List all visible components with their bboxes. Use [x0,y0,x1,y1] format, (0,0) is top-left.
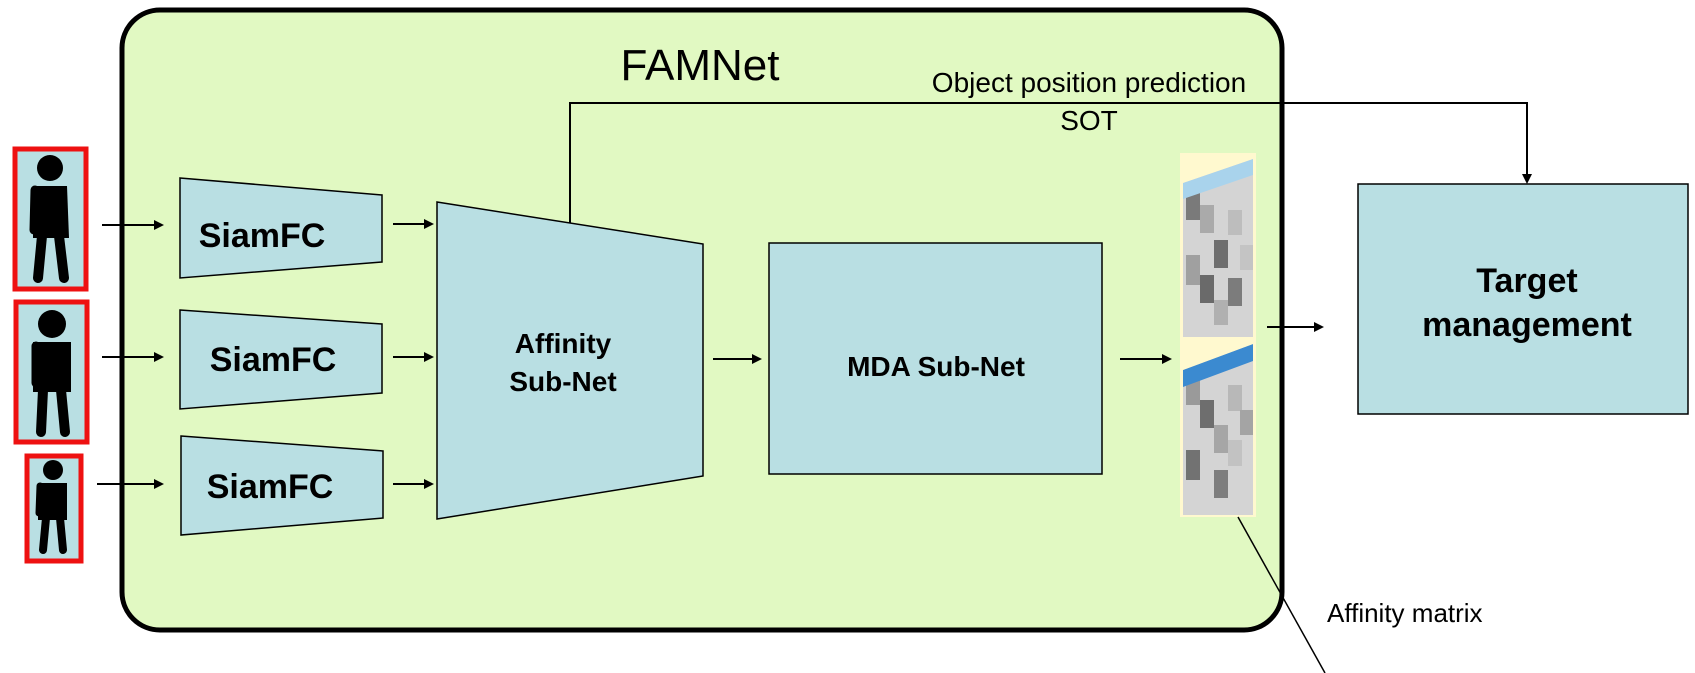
famnet-title: FAMNet [621,41,780,90]
person-input-2 [13,299,90,445]
target-management-label-line2: management [1422,306,1632,344]
affinity-subnet-label-line1: Affinity [515,328,612,359]
affinity-matrix-label: Affinity matrix [1327,598,1483,628]
person-input-3 [24,453,84,564]
person-icon [31,310,71,437]
siamfc-label: SiamFC [210,341,337,379]
mda-subnet-label: MDA Sub-Net [847,351,1025,382]
siamfc-block-2: SiamFC [179,309,383,410]
person-input-1 [12,146,89,292]
affinity-subnet-block: Affinity Sub-Net [436,201,704,520]
siamfc-label: SiamFC [199,217,326,255]
affinity-matrix-callout-line [1237,516,1326,673]
affinity-subnet-label-line2: Sub-Net [509,366,616,397]
affinity-matrix-graphic [1180,153,1256,517]
person-icon [35,460,67,554]
siamfc-block-1: SiamFC [179,177,383,279]
sot-branch-arrow [569,102,1532,223]
object-position-prediction-label: Object position prediction [932,67,1246,98]
siamfc-block-3: SiamFC [180,435,384,536]
person-icon [29,155,69,283]
siamfc-label: SiamFC [207,468,334,506]
sot-label: SOT [1060,105,1118,136]
target-management-label-line1: Target [1476,262,1577,300]
target-management-block: Target management [1357,183,1689,415]
mda-subnet-block: MDA Sub-Net [768,242,1103,475]
